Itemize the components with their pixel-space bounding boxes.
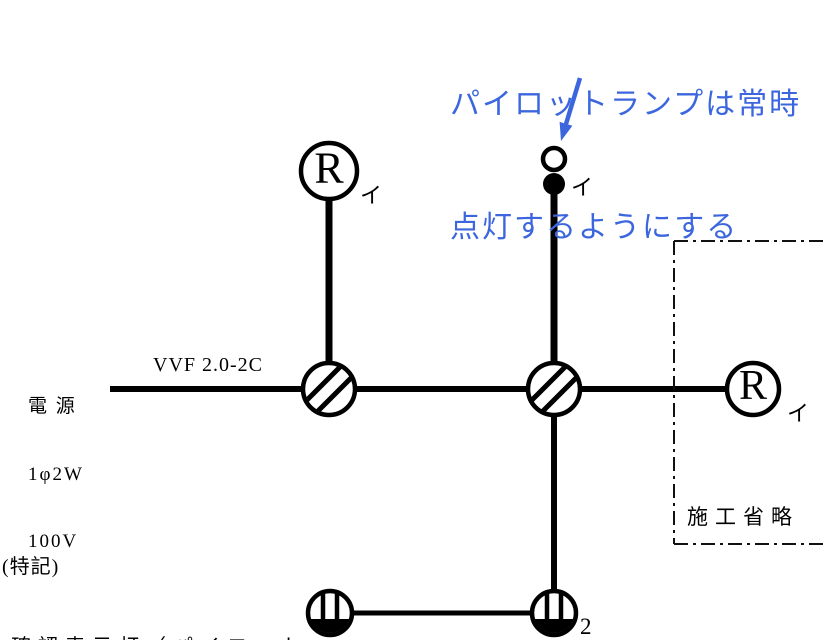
switch-symbol: [543, 173, 565, 195]
lamp-right-subscript: イ: [787, 401, 810, 426]
power-source-name: 電 源: [28, 396, 77, 417]
annotation-line1: パイロットランプは常時: [450, 88, 802, 121]
lamp-left-symbol: [298, 140, 360, 202]
power-source-phase: 1φ2W: [28, 463, 84, 485]
pilot-lamp-annotation: パイロットランプは常時 点灯するようにする: [450, 2, 801, 330]
outlet-right-subscript: 2: [580, 614, 592, 639]
lamp-right-letter: R: [738, 363, 768, 410]
power-source-label: 電 源 1φ2W 100V: [28, 351, 84, 599]
lamp-left-subscript: イ: [360, 183, 383, 208]
cable-label: VVF 2.0-2C: [153, 354, 264, 376]
notes-line1: 確認表示灯（パイロット: [11, 634, 308, 640]
construction-omitted-label: 施工省略: [687, 505, 799, 529]
outlet-right-symbol: [529, 588, 579, 638]
lamp-left-letter: R: [314, 143, 344, 193]
outlet-left-symbol: [305, 588, 355, 638]
switch-subscript: イ: [571, 175, 594, 200]
junction-box-left: [300, 360, 358, 418]
pilot-lamp-symbol: [540, 145, 568, 173]
special-notes: (特記) 確認表示灯（パイロット ランプ）は，常時点灯と する。: [2, 501, 308, 640]
lamp-right-symbol: [724, 360, 782, 418]
power-source-voltage: 100V: [28, 531, 79, 552]
junction-box-right: [525, 360, 583, 418]
construction-omitted-box: [673, 240, 828, 545]
annotation-line2: 点灯するようにする: [450, 211, 739, 244]
annotation-arrow: [559, 77, 583, 141]
notes-heading: (特記): [2, 556, 60, 578]
